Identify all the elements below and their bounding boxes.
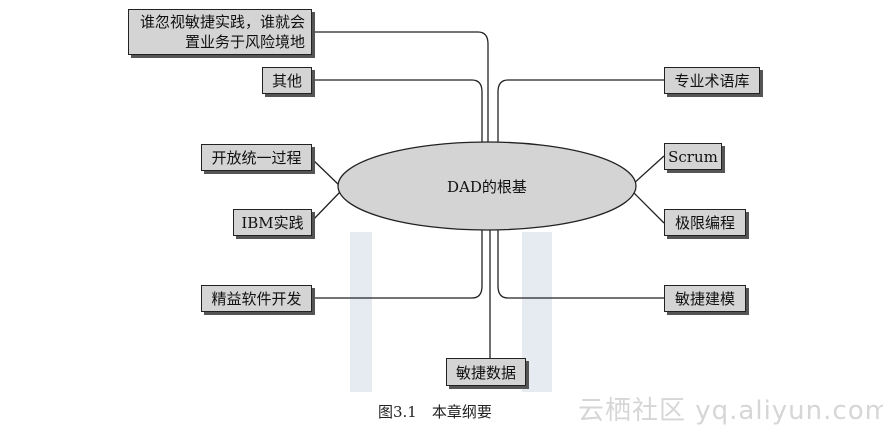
connector-unified-process [310, 157, 341, 187]
node-warning-line2: 置业务于风险境地 [184, 33, 305, 51]
node-open-unified-process: 开放统一过程 [201, 144, 312, 171]
connector-warning [312, 31, 489, 145]
background-shape-left [350, 232, 372, 392]
connector-other [312, 79, 483, 146]
connector-glossary [497, 79, 664, 146]
node-other: 其他 [262, 67, 312, 94]
watermark: 云栖社区 yq.aliyun.com [578, 396, 883, 426]
node-ibm-practice: IBM实践 [233, 209, 312, 236]
connector-lean [311, 228, 483, 299]
figure-caption: 图3.1 本章纲要 [378, 403, 492, 421]
node-warning-line1: 谁忽视敏捷实践，谁就会 [139, 13, 305, 31]
center-ellipse [337, 141, 637, 231]
node-scrum: Scrum [664, 143, 722, 170]
connector-scrum [632, 155, 665, 185]
connector-xp [632, 191, 665, 224]
center-label: DAD的根基 [447, 177, 527, 196]
node-lean-software-development: 精益软件开发 [201, 285, 312, 312]
node-agile-modeling: 敏捷建模 [664, 285, 746, 312]
connector-ibm [310, 191, 341, 223]
node-glossary: 专业术语库 [664, 67, 760, 94]
node-agile-risk-warning: 谁忽视敏捷实践，谁就会 置业务于风险境地 [128, 9, 312, 55]
node-agile-data: 敏捷数据 [446, 358, 526, 386]
background-shape-right [522, 232, 552, 392]
node-extreme-programming: 极限编程 [664, 209, 746, 236]
connector-agile-modeling [497, 228, 664, 299]
